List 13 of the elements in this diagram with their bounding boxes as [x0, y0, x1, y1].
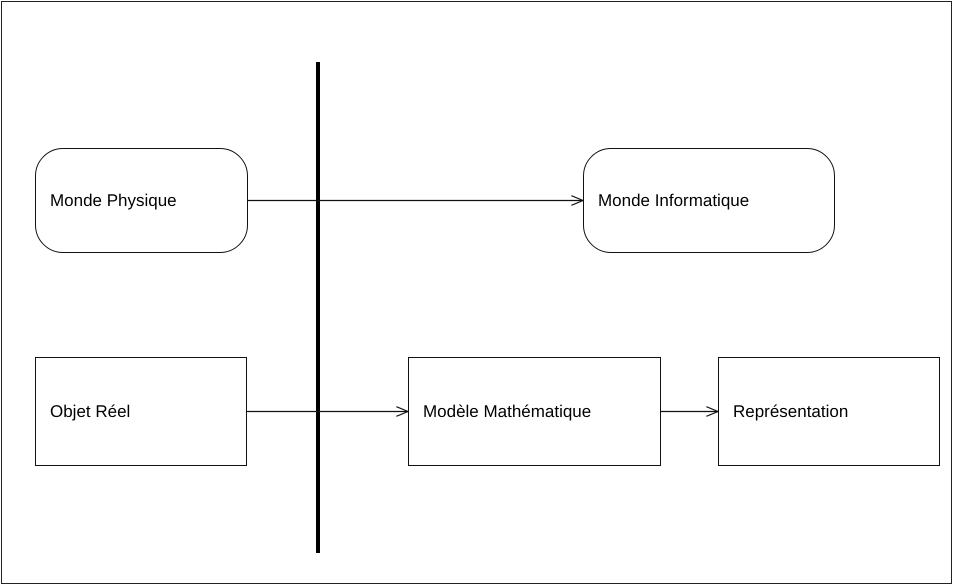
arrow — [661, 406, 719, 418]
process-box — [718, 357, 940, 466]
process-box — [35, 357, 247, 466]
process-box — [408, 357, 661, 466]
arrow — [247, 406, 409, 418]
node-label: Modèle Mathématique — [422, 402, 592, 422]
rounded-box — [583, 148, 835, 253]
node-label: Monde Physique — [49, 190, 177, 210]
arrow — [248, 194, 584, 206]
node-label: Monde Informatique — [597, 190, 750, 210]
node-label: Représentation — [732, 402, 848, 422]
node-label: Objet Réel — [49, 402, 130, 422]
rounded-box — [35, 148, 248, 253]
